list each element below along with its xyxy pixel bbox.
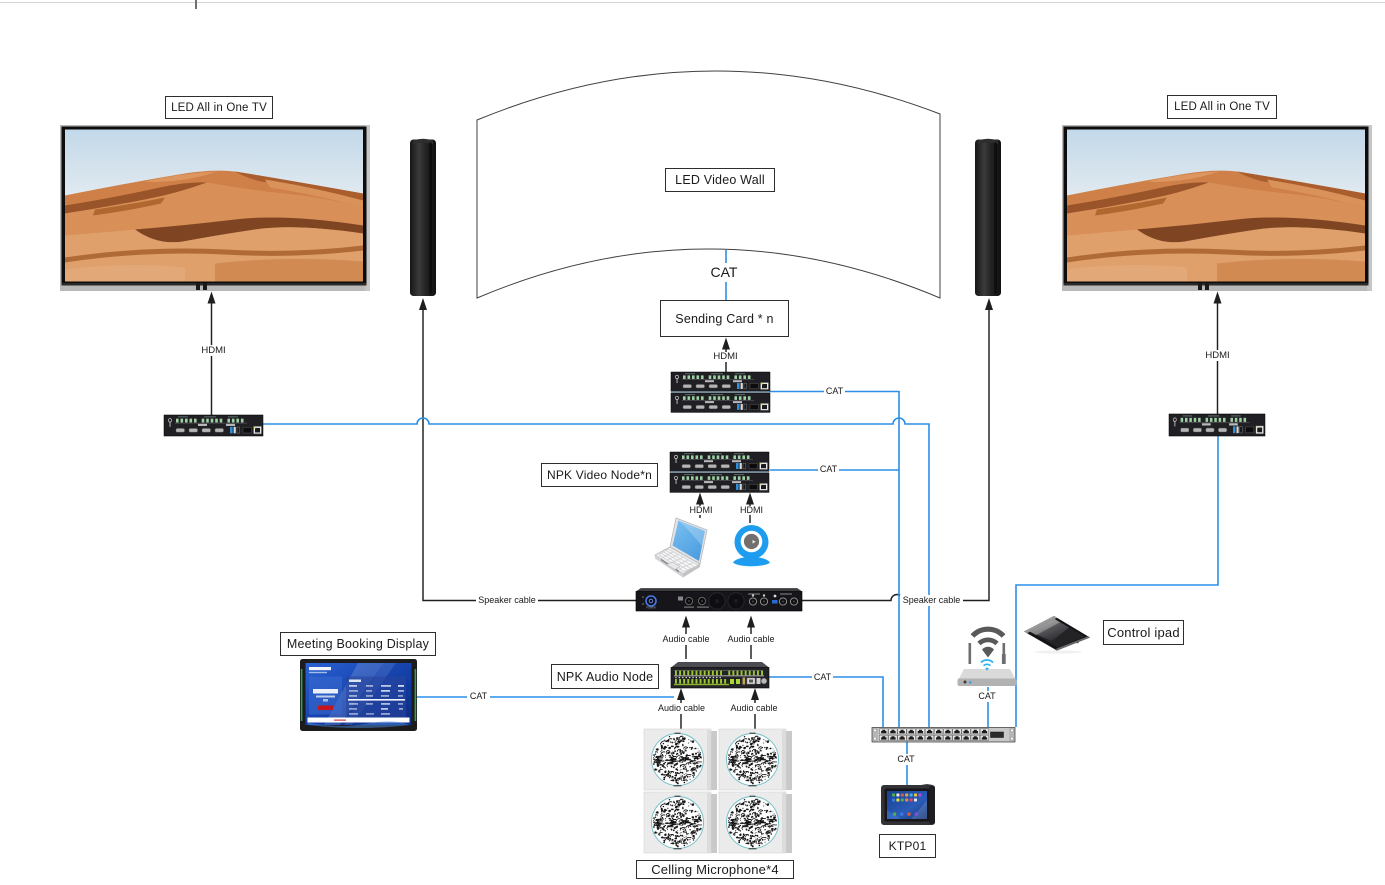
svg-text:POWER: POWER: [646, 606, 656, 610]
